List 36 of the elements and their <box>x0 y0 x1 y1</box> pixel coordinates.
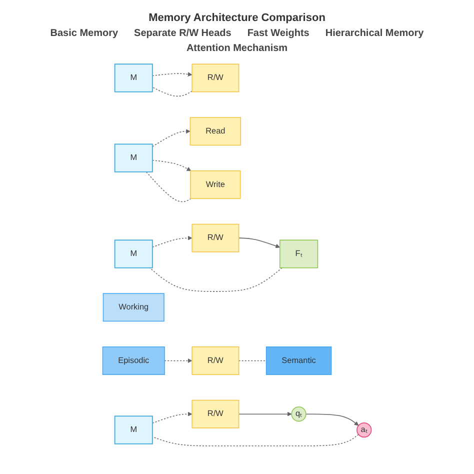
node-box: Working <box>102 293 164 322</box>
node-box: M <box>114 240 153 268</box>
panel-heading: Attention Mechanism <box>186 43 288 54</box>
arrow <box>152 160 192 172</box>
node-circle: aₜ <box>356 422 372 438</box>
arrow <box>152 236 192 248</box>
arrow <box>152 72 192 76</box>
node-box: R/W <box>192 346 240 375</box>
panel-heading: Fast Weights <box>247 28 310 39</box>
node-box: Fₜ <box>279 240 318 268</box>
node-box: M <box>114 64 153 92</box>
arrow <box>238 412 292 416</box>
connector <box>152 434 359 446</box>
node-box: R/W <box>192 400 240 428</box>
node-circle: qₜ <box>291 406 306 422</box>
node-box: M <box>114 416 153 444</box>
panel-heading: Hierarchical Memory <box>325 28 424 39</box>
node-box: R/W <box>192 224 240 252</box>
arrow <box>152 129 190 147</box>
node-box: Read <box>190 117 241 146</box>
node-box: M <box>114 144 153 172</box>
arrow <box>152 412 192 424</box>
node-box: Write <box>190 170 241 199</box>
arrow <box>238 238 280 248</box>
connector <box>149 267 282 292</box>
arrow <box>164 358 192 363</box>
panel-heading: Basic Memory <box>50 28 118 39</box>
arrow <box>306 414 359 426</box>
connector <box>152 86 192 97</box>
diagram-title: Memory Architecture Comparison <box>148 12 326 24</box>
node-box: R/W <box>192 64 240 92</box>
node-box: Semantic <box>266 346 332 375</box>
connector <box>238 360 267 362</box>
node-box: Episodic <box>102 346 165 375</box>
connector <box>146 171 192 202</box>
panel-heading: Separate R/W Heads <box>134 28 232 39</box>
